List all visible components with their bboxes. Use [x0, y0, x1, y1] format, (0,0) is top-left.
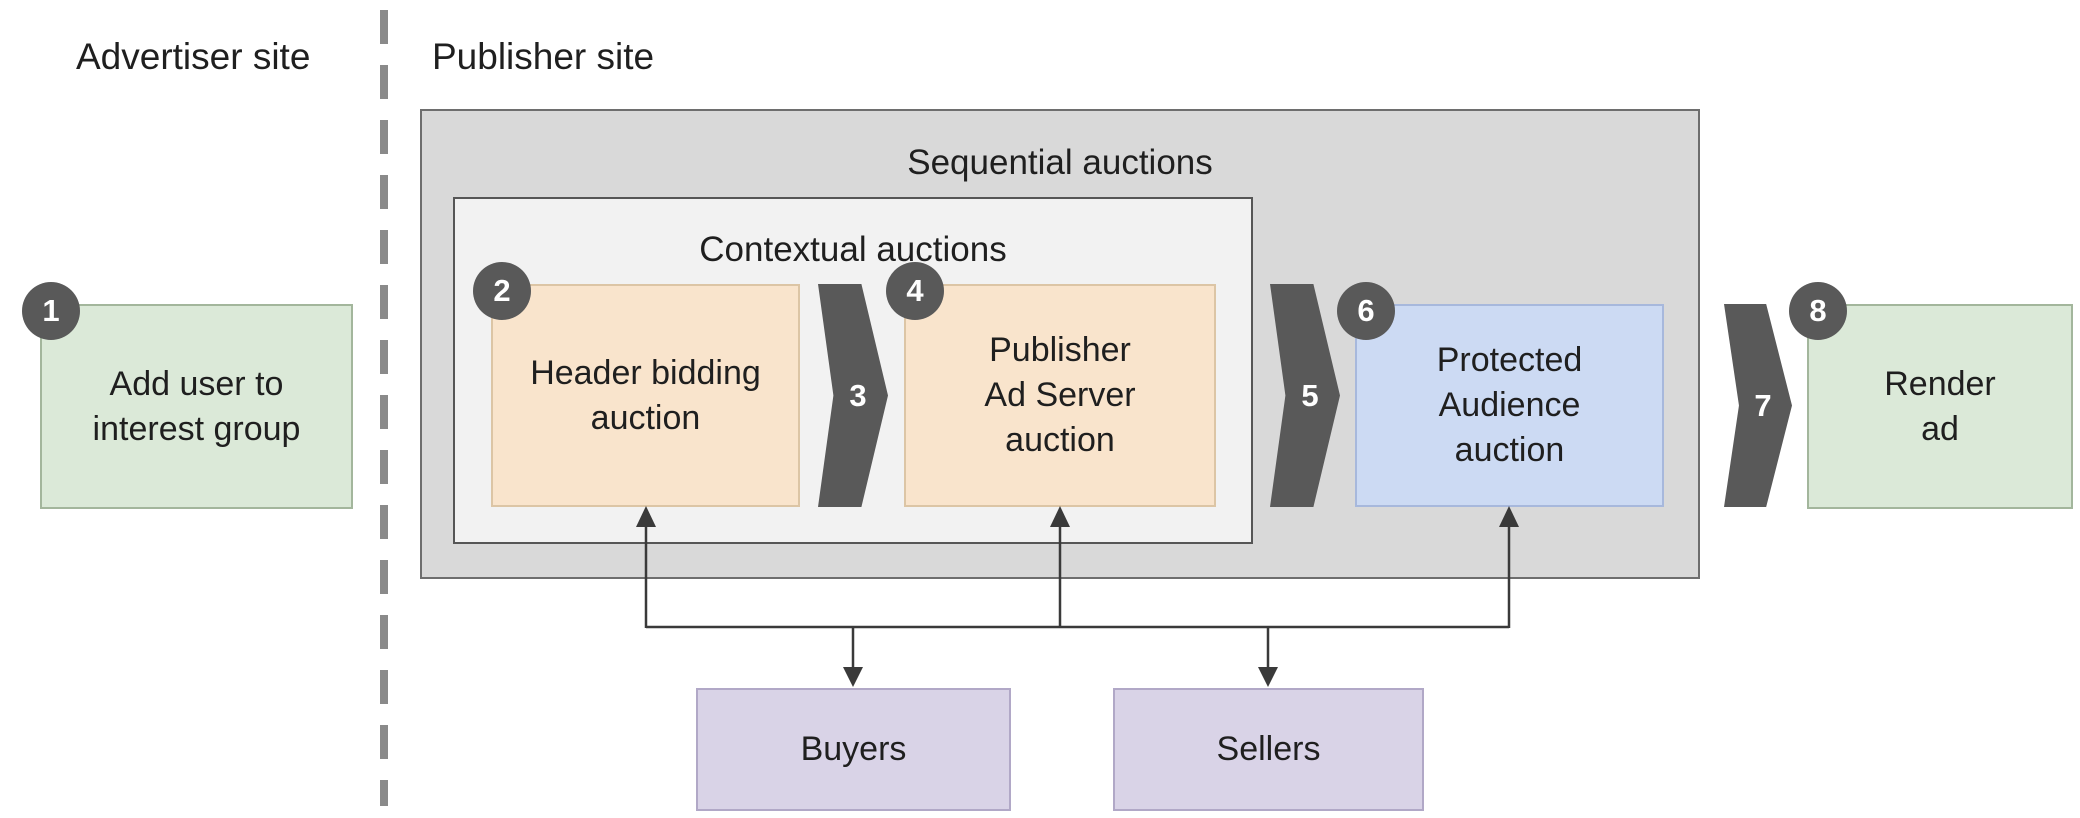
step-4-badge: 4 — [886, 262, 944, 320]
sellers-node: Sellers — [1113, 688, 1424, 811]
step-8-number: 8 — [1809, 292, 1827, 328]
contextual-auctions-title: Contextual auctions — [699, 230, 1007, 269]
step-7-arrow: 7 — [1724, 304, 1792, 507]
step-8-badge: 8 — [1789, 282, 1847, 340]
advertiser-site-label: Advertiser site — [76, 36, 311, 77]
header-bidding-auction-node: 2 Header bidding auction — [473, 262, 800, 507]
render-ad-label: Render ad — [1884, 364, 1996, 448]
step-3-number: 3 — [849, 377, 867, 413]
protected-audience-auction-node: 6 Protected Audience auction — [1337, 282, 1664, 507]
arrowhead-down-buyers — [843, 667, 863, 687]
publisher-ad-server-label: Publisher Ad Server auction — [984, 331, 1136, 459]
site-divider-dashed-line — [380, 10, 388, 806]
publisher-ad-server-auction-node: 4 Publisher Ad Server auction — [886, 262, 1216, 507]
add-user-to-interest-group-node: 1 Add user to interest group — [22, 282, 353, 509]
publisher-site-label: Publisher site — [432, 36, 655, 77]
protected-audience-label: Protected Audience auction — [1436, 341, 1583, 469]
add-user-label: Add user to interest group — [92, 364, 301, 448]
sequential-auctions-title: Sequential auctions — [907, 143, 1213, 182]
step-6-number: 6 — [1357, 292, 1375, 328]
sellers-label: Sellers — [1216, 730, 1321, 769]
step-1-badge: 1 — [22, 282, 80, 340]
buyers-label: Buyers — [800, 730, 907, 769]
step-2-badge: 2 — [473, 262, 531, 320]
render-ad-node: 8 Render ad — [1789, 282, 2073, 509]
step-6-badge: 6 — [1337, 282, 1395, 340]
step-7-number: 7 — [1754, 387, 1772, 423]
header-bidding-label: Header bidding auction — [530, 353, 761, 437]
step-2-number: 2 — [493, 272, 511, 308]
step-5-number: 5 — [1301, 377, 1319, 413]
step-4-number: 4 — [906, 272, 924, 308]
step-1-number: 1 — [42, 292, 60, 328]
arrowhead-down-sellers — [1258, 667, 1278, 687]
buyers-node: Buyers — [696, 688, 1011, 811]
